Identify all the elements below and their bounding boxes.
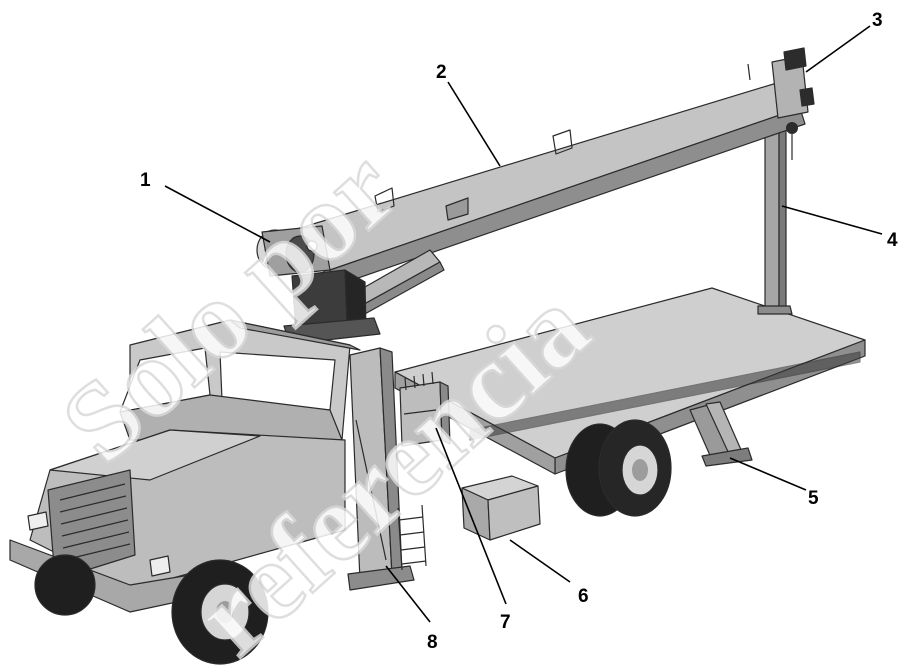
callout-4: 4 [887, 230, 898, 251]
grille [59, 483, 131, 561]
leader-5 [729, 457, 807, 491]
callout-2: 2 [436, 62, 447, 83]
truck-hood [9, 429, 346, 613]
callout-leaders [164, 25, 883, 623]
front-outrigger [347, 347, 415, 591]
callout-5: 5 [808, 488, 819, 509]
front-wheels [34, 554, 269, 665]
rear-outrigger [689, 401, 753, 467]
callout-1: 1 [140, 170, 151, 191]
jib-post [757, 125, 793, 315]
control-valve [399, 371, 451, 447]
hydraulic-tank [461, 475, 541, 541]
callout-labels: 1 2 3 4 5 6 7 8 [140, 10, 898, 653]
boom-tip [747, 47, 815, 160]
leader-7 [435, 427, 507, 605]
callout-7: 7 [500, 612, 511, 633]
leader-2 [447, 81, 501, 167]
callout-3: 3 [872, 10, 883, 31]
crane-turret [283, 269, 381, 345]
leader-8 [385, 565, 431, 623]
access-ladder [397, 504, 427, 571]
leader-4 [781, 205, 883, 235]
leader-6 [509, 539, 571, 583]
rear-wheels [565, 419, 672, 517]
leader-1 [164, 185, 271, 243]
leader-3 [805, 25, 871, 73]
callout-6: 6 [578, 586, 589, 607]
truck-cab [119, 319, 361, 441]
callout-8: 8 [427, 632, 438, 653]
